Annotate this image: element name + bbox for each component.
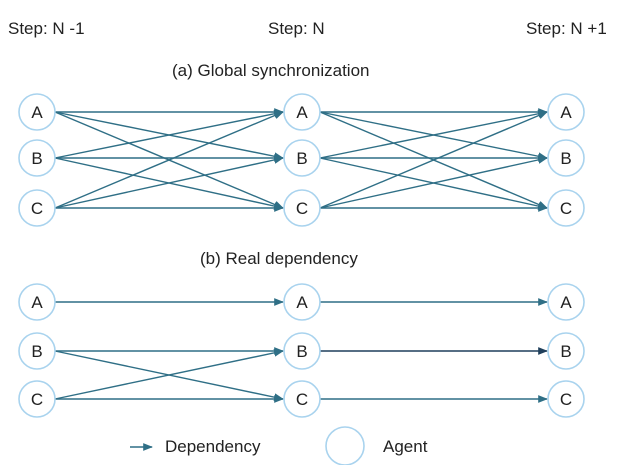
agent-node-global-step1-C bbox=[283, 189, 321, 227]
agent-node-real-step1-B bbox=[283, 332, 321, 370]
edge-global-s1-B-A bbox=[319, 109, 548, 159]
section-title-global: (a) Global synchronization bbox=[172, 61, 370, 80]
agent-node-real-step2-B-label: B bbox=[560, 342, 571, 361]
section-title-real: (b) Real dependency bbox=[200, 249, 358, 268]
agent-node-global-step0-B bbox=[18, 139, 56, 177]
agent-node-real-step2-B bbox=[547, 332, 585, 370]
agent-node-global-step1-A bbox=[283, 93, 321, 131]
edge-global-s0-B-A bbox=[54, 109, 284, 159]
agent-node-global-step1-B-label: B bbox=[296, 149, 307, 168]
agent-node-global-step2-B-label: B bbox=[560, 149, 571, 168]
agent-node-real-step0-A bbox=[18, 283, 56, 321]
edge-global-s0-C-A bbox=[54, 111, 284, 209]
agent-node-real-step2-A-label: A bbox=[560, 293, 572, 312]
edge-global-s0-C-B bbox=[54, 156, 284, 209]
agent-node-global-step1-A-label: A bbox=[296, 103, 308, 122]
agent-node-real-step0-B-label: B bbox=[31, 342, 42, 361]
agent-node-real-step1-B-label: B bbox=[296, 342, 307, 361]
agent-node-global-step1-C-label: C bbox=[296, 199, 308, 218]
agent-node-real-step0-B bbox=[18, 332, 56, 370]
agent-node-real-step2-A bbox=[547, 283, 585, 321]
legend-agent-label: Agent bbox=[383, 437, 428, 456]
agent-node-real-step0-C-label: C bbox=[31, 390, 43, 409]
header-step-next: Step: N +1 bbox=[526, 19, 607, 38]
agent-node-real-step2-C bbox=[547, 380, 585, 418]
agent-node-global-step0-A-label: A bbox=[31, 103, 43, 122]
agent-node-global-step2-C-label: C bbox=[560, 199, 572, 218]
agent-node-global-step0-C-label: C bbox=[31, 199, 43, 218]
agent-node-real-step2-C-label: C bbox=[560, 390, 572, 409]
agent-node-real-step1-C-label: C bbox=[296, 390, 308, 409]
edge-global-s1-C-A bbox=[319, 111, 548, 209]
agent-node-global-step2-A bbox=[547, 93, 585, 131]
agent-node-real-step1-A-label: A bbox=[296, 293, 308, 312]
header-step-prev: Step: N -1 bbox=[8, 19, 85, 38]
agent-node-global-step1-B bbox=[283, 139, 321, 177]
header-step-curr: Step: N bbox=[268, 19, 325, 38]
edge-real-s0-C-B bbox=[54, 348, 284, 400]
agent-node-global-step2-C bbox=[547, 189, 585, 227]
agent-node-real-step0-C bbox=[18, 380, 56, 418]
agent-node-global-step2-B bbox=[547, 139, 585, 177]
agent-node-global-step0-C bbox=[18, 189, 56, 227]
agent-node-global-step0-B-label: B bbox=[31, 149, 42, 168]
agent-node-real-step1-A bbox=[283, 283, 321, 321]
agent-node-global-step2-A-label: A bbox=[560, 103, 572, 122]
legend-agent-circle-icon bbox=[325, 426, 365, 465]
agent-node-global-step0-A bbox=[18, 93, 56, 131]
legend-dependency-label: Dependency bbox=[165, 437, 261, 456]
agent-node-real-step1-C bbox=[283, 380, 321, 418]
edge-global-s1-C-B bbox=[319, 156, 548, 209]
agent-node-real-step0-A-label: A bbox=[31, 293, 43, 312]
